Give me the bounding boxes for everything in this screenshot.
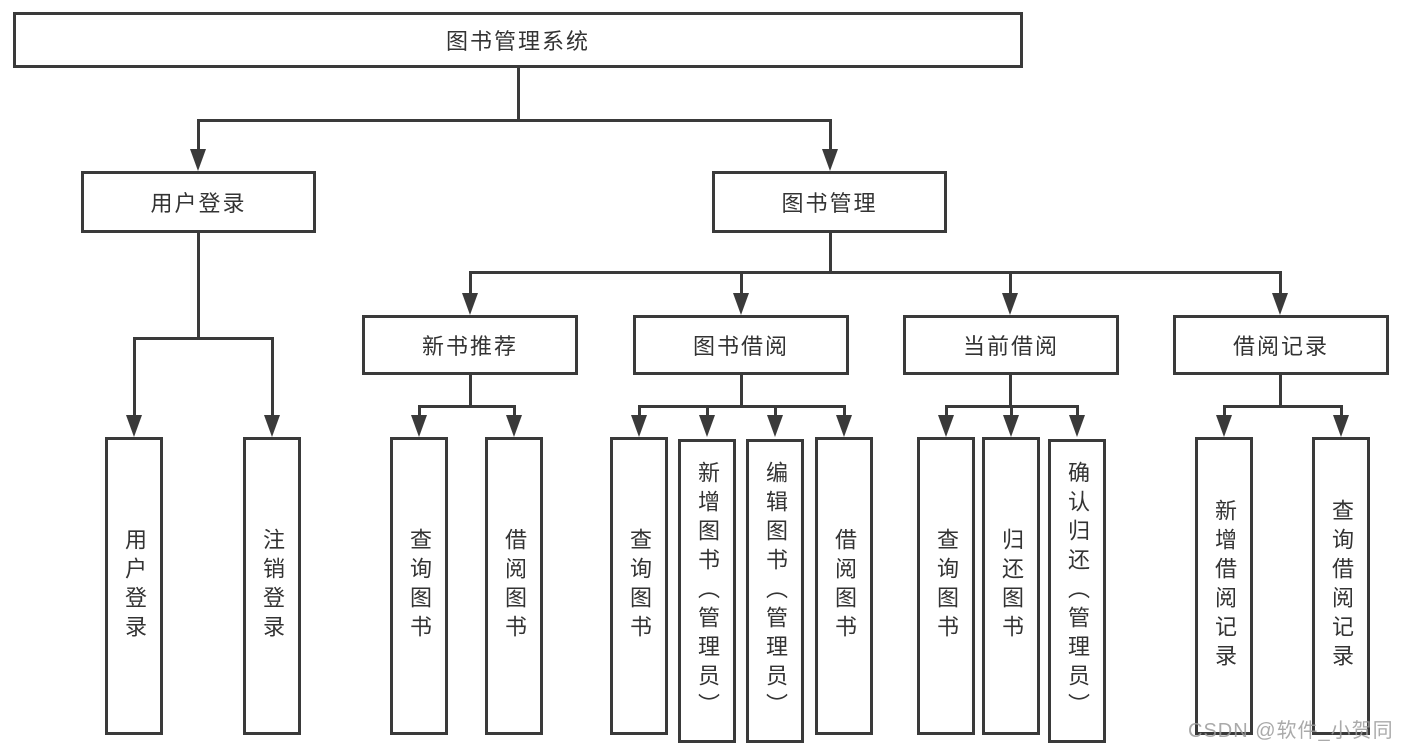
arrow-down-icon — [767, 415, 783, 437]
connector-line — [843, 405, 846, 418]
connector-line — [469, 271, 472, 296]
connector-line — [638, 405, 846, 408]
connector-line — [774, 405, 777, 418]
arrow-down-icon — [836, 415, 852, 437]
arrow-down-icon — [1002, 293, 1018, 315]
connector-line — [271, 337, 274, 417]
connector-line — [197, 119, 200, 153]
connector-line — [945, 405, 948, 418]
leaf-user-login: 用户登录 — [105, 437, 163, 735]
node-book-borrow: 图书借阅 — [633, 315, 849, 375]
leaf-logout: 注销登录 — [243, 437, 301, 735]
connector-line — [1223, 405, 1226, 418]
leaf-query-books-1: 查询图书 — [390, 437, 448, 735]
connector-line — [1279, 271, 1282, 296]
node-user-login-branch: 用户登录 — [81, 171, 316, 233]
node-book-mgmt-branch: 图书管理 — [712, 171, 947, 233]
arrow-down-icon — [126, 415, 142, 437]
connector-line — [1076, 405, 1079, 418]
node-root-system: 图书管理系统 — [13, 12, 1023, 68]
leaf-borrow-books-2: 借阅图书 — [815, 437, 873, 735]
arrow-down-icon — [1272, 293, 1288, 315]
leaf-query-books-3: 查询图书 — [917, 437, 975, 735]
connector-line — [469, 375, 472, 407]
arrow-down-icon — [631, 415, 647, 437]
connector-line — [740, 271, 743, 296]
arrow-down-icon — [411, 415, 427, 437]
connector-line — [418, 405, 421, 418]
arrow-down-icon — [1069, 415, 1085, 437]
connector-line — [517, 68, 520, 121]
node-borrow-records: 借阅记录 — [1173, 315, 1389, 375]
connector-line — [829, 119, 832, 153]
connector-line — [133, 337, 274, 340]
leaf-return-books: 归还图书 — [982, 437, 1040, 735]
connector-line — [706, 405, 709, 418]
leaf-borrow-books-1: 借阅图书 — [485, 437, 543, 735]
connector-line — [1009, 271, 1012, 296]
arrow-down-icon — [1003, 415, 1019, 437]
connector-line — [1340, 405, 1343, 418]
connector-line — [1223, 405, 1343, 408]
connector-line — [829, 233, 832, 273]
leaf-add-borrow-record: 新增借阅记录 — [1195, 437, 1253, 735]
connector-line — [197, 233, 200, 339]
connector-line — [740, 375, 743, 407]
connector-line — [1009, 375, 1012, 407]
leaf-query-books-2: 查询图书 — [610, 437, 668, 735]
connector-line — [638, 405, 641, 418]
connector-line — [418, 405, 516, 408]
arrow-down-icon — [733, 293, 749, 315]
connector-line — [1010, 405, 1013, 418]
connector-line — [133, 337, 136, 417]
arrow-down-icon — [462, 293, 478, 315]
connector-line — [197, 119, 832, 122]
connector-line — [1279, 375, 1282, 407]
arrow-down-icon — [822, 149, 838, 171]
connector-line — [513, 405, 516, 418]
node-current-borrow: 当前借阅 — [903, 315, 1119, 375]
arrow-down-icon — [1333, 415, 1349, 437]
connector-line — [469, 271, 1282, 274]
leaf-edit-books-admin: 编辑图书（管理员） — [746, 439, 804, 743]
arrow-down-icon — [938, 415, 954, 437]
leaf-query-borrow-record: 查询借阅记录 — [1312, 437, 1370, 735]
arrow-down-icon — [1216, 415, 1232, 437]
leaf-add-books-admin: 新增图书（管理员） — [678, 439, 736, 743]
arrow-down-icon — [506, 415, 522, 437]
arrow-down-icon — [699, 415, 715, 437]
node-new-book-recommend: 新书推荐 — [362, 315, 578, 375]
csdn-watermark: CSDN @软件_小贺同学 — [1188, 720, 1394, 742]
arrow-down-icon — [190, 149, 206, 171]
leaf-confirm-return-admin: 确认归还（管理员） — [1048, 439, 1106, 743]
arrow-down-icon — [264, 415, 280, 437]
